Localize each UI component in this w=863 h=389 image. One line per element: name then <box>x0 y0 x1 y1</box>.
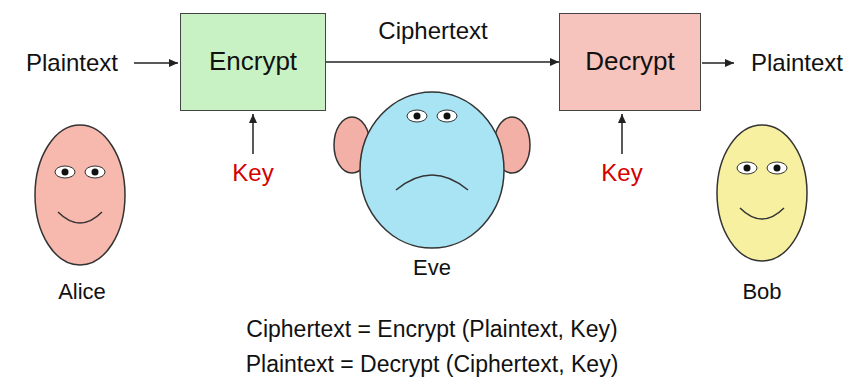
edge-label: Ciphertext <box>376 17 489 45</box>
formula: Ciphertext = Encrypt (Plaintext, Key) <box>246 316 617 342</box>
plaintext-label: Plaintext <box>751 49 843 77</box>
encrypt-box: Encrypt <box>180 13 326 111</box>
formula: Plaintext = Decrypt (Ciphertext, Key) <box>246 351 619 377</box>
alice-face <box>35 125 125 265</box>
decrypt-box: Decrypt <box>559 13 701 111</box>
person-name: Bob <box>742 279 781 304</box>
bob-face <box>717 125 807 261</box>
key-arrow <box>621 114 623 154</box>
key-arrow <box>252 114 254 154</box>
person-name: Eve <box>413 255 451 280</box>
plaintext-label: Plaintext <box>26 49 118 77</box>
eve-face <box>334 92 530 248</box>
output-arrow <box>702 62 734 64</box>
key-label: Key <box>232 159 273 187</box>
key-label: Key <box>601 159 642 187</box>
box-text: Decrypt <box>585 47 675 77</box>
ciphertext-line <box>326 61 559 63</box>
person-name: Alice <box>58 279 106 304</box>
box-text: Encrypt <box>209 47 297 77</box>
input-arrow <box>134 62 178 64</box>
